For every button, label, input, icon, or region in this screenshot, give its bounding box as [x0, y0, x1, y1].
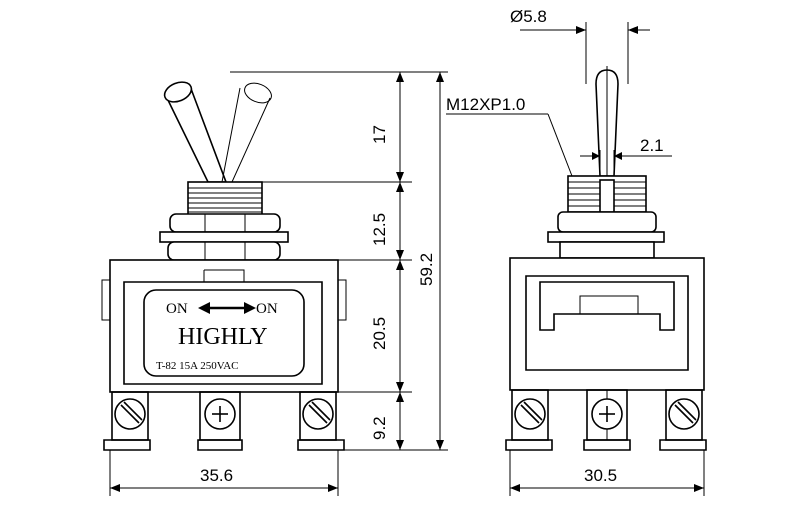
lever-ghost [221, 82, 272, 183]
dim-59-2: 59.2 [417, 253, 436, 286]
front-view: ON ON HIGHLY T-82 15A 250VAC [101, 71, 448, 496]
dim-17: 17 [370, 125, 389, 144]
switch-body [101, 259, 347, 393]
front-width-dimension: 35.6 [109, 450, 339, 496]
dim-diameter-5-8: Ø5.8 [510, 7, 547, 26]
terminal-right [297, 391, 345, 451]
label-rating: T-82 15A 250VAC [156, 360, 239, 372]
side-lower-nut [559, 241, 655, 259]
side-washer [547, 231, 665, 243]
terminal-center [197, 391, 243, 451]
dim-thread: M12XP1.0 [446, 95, 525, 114]
dim-2-1: 2.1 [640, 136, 664, 155]
dim-30-5: 30.5 [584, 466, 617, 485]
side-width-dimension: 30.5 [509, 450, 705, 496]
diameter-dimension: Ø5.8 [510, 7, 650, 84]
terminals-front [103, 391, 345, 451]
side-view: Ø5.8 M12XP1.0 2.1 30.5 [446, 7, 707, 496]
dim-20-5: 20.5 [370, 317, 389, 350]
label-plate: ON ON HIGHLY T-82 15A 250VAC [143, 289, 305, 377]
dim-35-6: 35.6 [200, 466, 233, 485]
lower-nut [167, 241, 281, 261]
thread-callout: M12XP1.0 [446, 95, 573, 177]
side-terminal-center [583, 389, 631, 451]
side-thread [567, 175, 647, 213]
terminal-left [103, 391, 151, 451]
washer [159, 231, 289, 243]
terminals-side [505, 389, 707, 451]
double-arrow-icon [198, 302, 256, 314]
dim-12-5: 12.5 [370, 213, 389, 246]
side-terminal-left [505, 389, 553, 451]
slot-dimension: 2.1 [580, 136, 672, 176]
thread-bushing [187, 181, 263, 217]
label-on-right: ON [256, 301, 278, 317]
label-on-left: ON [166, 301, 188, 317]
front-vertical-dimensions: 17 12.5 20.5 9.2 59.2 [230, 71, 448, 451]
label-brand: HIGHLY [178, 324, 268, 350]
upper-nut [169, 213, 281, 233]
dim-9-2: 9.2 [370, 416, 389, 440]
side-body [509, 257, 705, 391]
side-upper-nut [557, 211, 657, 233]
side-terminal-right [659, 389, 707, 451]
lever-solid [163, 81, 228, 183]
